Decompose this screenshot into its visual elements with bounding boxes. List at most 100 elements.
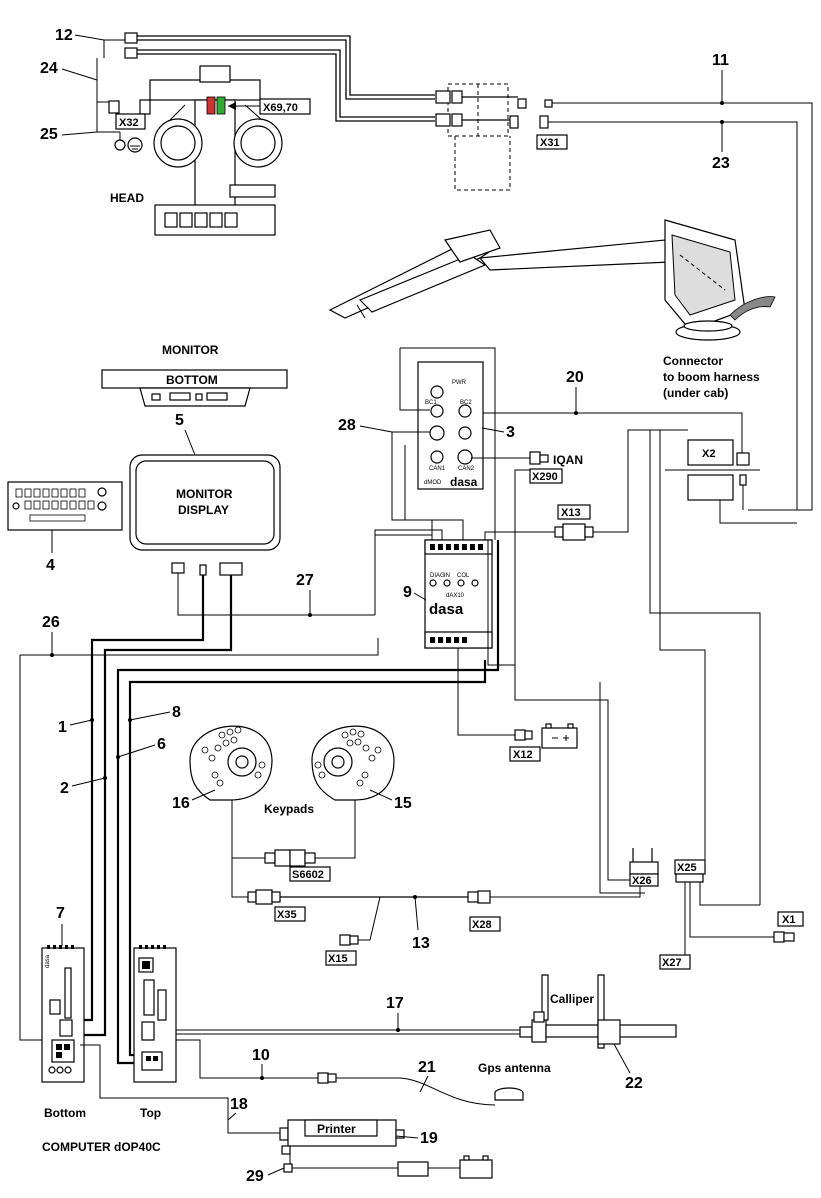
svg-text:IN: IN	[444, 573, 450, 579]
x2-label: X2	[702, 448, 715, 460]
control-box-3: PWR BC1 BC2 CAN1 CAN2 dMOD dasa	[417, 361, 484, 490]
dasa-logo-computer: dasa	[45, 954, 51, 968]
calliper-label: Calliper	[550, 992, 594, 1006]
callout-26: 26	[42, 614, 60, 631]
connector-x13: X13	[484, 429, 688, 541]
connector-x290: IQAN X290	[471, 451, 583, 484]
callout-5: 5	[175, 412, 184, 429]
dasa-logo-3: dasa	[450, 475, 478, 489]
svg-text:dMOD: dMOD	[424, 480, 442, 486]
callout-18: 18	[230, 1096, 248, 1113]
x35-label: X35	[277, 909, 297, 921]
monitor-display: MONITOR DISPLAY	[129, 454, 281, 576]
iqan-label: IQAN	[553, 453, 583, 467]
callout-19: 19	[420, 1130, 438, 1147]
x25-label: X25	[677, 862, 697, 874]
x27-label: X27	[662, 957, 682, 969]
x32-label: X32	[119, 117, 139, 129]
x26-label: X26	[632, 875, 652, 887]
svg-text:COL: COL	[457, 573, 470, 579]
svg-text:DIAG: DIAG	[430, 573, 445, 579]
computer-top	[133, 945, 177, 1083]
x69-70-label: X69,70	[263, 102, 298, 114]
callout-1: 1	[58, 719, 67, 736]
callout-28: 28	[338, 417, 356, 434]
callout-29: 29	[246, 1168, 264, 1185]
callout-12: 12	[55, 27, 73, 44]
panel-4	[7, 481, 123, 531]
connector-label-3: (under cab)	[663, 386, 728, 400]
connector-x32: X32	[108, 99, 151, 130]
head-assembly: HEAD	[110, 65, 283, 236]
calliper: Calliper	[176, 974, 677, 1049]
callout-11: 11	[712, 52, 729, 69]
printer-19: Printer	[80, 1044, 493, 1179]
gps-harness: Gps antenna	[176, 1039, 551, 1106]
keypad-16	[189, 725, 273, 801]
callout-4: 4	[46, 557, 55, 574]
dax10-label: dAX10	[446, 593, 465, 599]
svg-text:BC2: BC2	[460, 400, 472, 406]
wire-11	[552, 102, 813, 511]
monitor-bottom-label: BOTTOM	[166, 373, 218, 387]
callout-numbers: 12 24 25 11 23 20 28 3 5 4 9 2 7 26 1 8	[40, 27, 730, 1185]
callout-9: 9	[403, 584, 412, 601]
computer-bottom: dasa	[41, 945, 85, 1083]
callout-2: 2	[60, 780, 69, 797]
connector-label-1: Connector	[663, 354, 723, 368]
svg-text:PWR: PWR	[452, 380, 467, 386]
x28-label: X28	[472, 919, 492, 931]
x290-label: X290	[532, 471, 558, 483]
wire-12	[103, 32, 435, 122]
callout-25: 25	[40, 126, 58, 143]
connector-x69-70: X69,70	[228, 98, 311, 115]
callout-3: 3	[506, 424, 515, 441]
wire-23	[548, 121, 798, 510]
svg-text:BC1: BC1	[425, 400, 437, 406]
x31-label: X31	[540, 137, 560, 149]
callout-22: 22	[625, 1075, 643, 1092]
s6602-label: S6602	[292, 869, 324, 881]
callout-24: 24	[40, 60, 58, 77]
callout-13: 13	[412, 935, 430, 952]
boom-illustration: Connector to boom harness (under cab)	[328, 219, 776, 400]
callout-20: 20	[566, 369, 584, 386]
keypad-harness: S6602 X35 X28 X15	[231, 800, 641, 966]
callout-21: 21	[418, 1059, 436, 1076]
connector-x12: X12	[457, 648, 578, 762]
computer-label: COMPUTER dOP40C	[42, 1140, 161, 1154]
top-label: Top	[140, 1106, 161, 1120]
connector-label-2: to boom harness	[663, 370, 760, 384]
keypads-label: Keypads	[264, 802, 314, 816]
x15-label: X15	[328, 953, 348, 965]
svg-text:CAN2: CAN2	[458, 466, 475, 472]
wire-27	[177, 573, 375, 616]
monitor-display-label-2: DISPLAY	[178, 503, 229, 517]
head-label: HEAD	[110, 191, 144, 205]
dasa-logo-9: dasa	[429, 601, 464, 618]
module-9-dax10: DIAG IN COL dAX10 dasa	[424, 539, 493, 649]
ground-icon	[97, 131, 143, 153]
connector-x26: X26	[629, 848, 659, 887]
callout-23: 23	[712, 155, 730, 172]
gps-antenna-label: Gps antenna	[478, 1061, 551, 1075]
printer-label: Printer	[317, 1122, 356, 1136]
x13-label: X13	[561, 507, 581, 519]
junction-block: X31	[435, 83, 568, 191]
callout-10: 10	[252, 1047, 270, 1064]
x1-label: X1	[782, 914, 795, 926]
connector-x25: X25 X1 X27	[659, 859, 804, 970]
monitor-bottom-view: MONITOR BOTTOM	[101, 343, 288, 407]
svg-text:CAN1: CAN1	[429, 466, 446, 472]
callout-17: 17	[386, 995, 404, 1012]
keypad-15	[311, 725, 395, 801]
monitor-display-label-1: MONITOR	[176, 487, 233, 501]
callout-8: 8	[172, 704, 181, 721]
wire-20	[483, 412, 743, 455]
x12-label: X12	[513, 749, 533, 761]
callout-15: 15	[394, 795, 412, 812]
connector-x2: X2	[665, 439, 797, 524]
callout-7: 7	[56, 905, 65, 922]
bottom-label: Bottom	[44, 1106, 86, 1120]
